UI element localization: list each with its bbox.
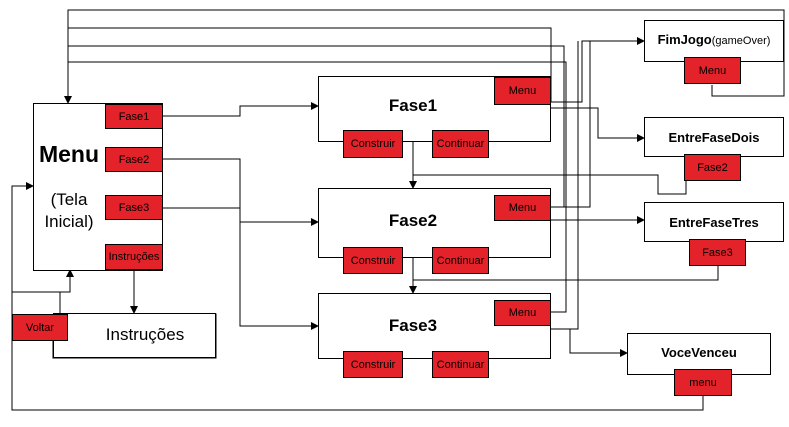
fase3-title: Fase3 <box>388 316 438 335</box>
fase2-title: Fase2 <box>388 211 438 230</box>
entrefasetres-screen <box>644 202 784 242</box>
entrefasedois-title: EntreFaseDois <box>668 130 760 145</box>
edge-menu-fase3 <box>163 207 319 330</box>
fase2-construir-button[interactable]: Construir <box>343 247 403 274</box>
edge-fase2-fimjogo <box>551 41 591 208</box>
fase1-menu-button[interactable]: Menu <box>494 77 551 105</box>
edge-fase3-vocevenceu <box>569 329 628 357</box>
fase1-continuar-button[interactable]: Continuar <box>432 130 489 158</box>
edge-top-loop-4 <box>68 61 567 313</box>
entrefasetres-title: EntreFaseTres <box>669 215 759 230</box>
edge-menu-fase1 <box>163 102 319 117</box>
menu-subtitle-line2: Inicial) <box>44 212 94 231</box>
entrefasedois-fase2-button[interactable]: Fase2 <box>684 154 741 181</box>
vocevenceu-title: VoceVenceu <box>661 345 737 360</box>
menu-screen <box>33 103 163 271</box>
entrefasedois-screen <box>644 117 784 157</box>
instrucoes-voltar-button[interactable]: Voltar <box>12 314 68 341</box>
menu-subtitle-line1: (Tela <box>50 190 88 209</box>
fase2-continuar-button[interactable]: Continuar <box>432 247 489 274</box>
edge-entrefasetres-fase3 <box>412 266 719 293</box>
fase1-construir-button[interactable]: Construir <box>343 130 403 158</box>
vocevenceu-menu-button[interactable]: menu <box>674 369 732 396</box>
instrucoes-screen <box>53 313 216 358</box>
edge-menu-fase2 <box>163 158 319 226</box>
edge-entrefasedois-fase2 <box>412 174 687 195</box>
edge-top-loop-2 <box>68 27 552 102</box>
fase3-menu-button[interactable]: Menu <box>494 300 551 326</box>
fase3-construir-button[interactable]: Construir <box>343 351 403 378</box>
fimjogo-suffix: (gameOver) <box>711 35 771 47</box>
menu-fase2-button[interactable]: Fase2 <box>105 147 163 172</box>
menu-instrucoes-button[interactable]: Instruções <box>105 244 163 270</box>
entrefasetres-fase3-button[interactable]: Fase3 <box>689 239 746 266</box>
menu-fase3-button[interactable]: Fase3 <box>105 195 163 220</box>
fimjogo-title: FimJogo <box>657 32 712 47</box>
edge-vocevenceu-menu <box>11 182 704 411</box>
fase3-continuar-button[interactable]: Continuar <box>432 351 489 378</box>
menu-title: Menu <box>38 141 100 167</box>
fimjogo-menu-button[interactable]: Menu <box>684 57 741 84</box>
edge-fase1-entrefasedois <box>551 107 645 142</box>
fase2-menu-button[interactable]: Menu <box>494 195 551 221</box>
fase1-title: Fase1 <box>388 96 438 115</box>
edge-top-loop-1 <box>64 9 785 104</box>
menu-fase1-button[interactable]: Fase1 <box>105 104 163 129</box>
instrucoes-title: Instruções <box>105 325 185 344</box>
edge-fase1-fimjogo <box>551 37 645 103</box>
fimjogo-title-row: FimJogo(gameOver) <box>644 31 784 49</box>
edge-fase3-fimjogo <box>551 41 579 330</box>
fimjogo-screen <box>644 20 784 62</box>
